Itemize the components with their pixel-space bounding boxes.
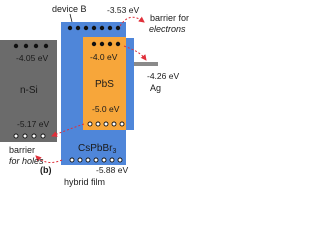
hybrid-film-label: hybrid film xyxy=(64,177,105,187)
ag-electrode xyxy=(134,62,158,66)
electron-barrier-text-2: electrons xyxy=(149,24,186,34)
top-level-label: -3.53 eV xyxy=(107,5,139,15)
nsi-bottom-level: -5.17 eV xyxy=(17,119,49,129)
ag-level: -4.26 eV xyxy=(147,71,179,81)
electron-transfer-arrow xyxy=(123,45,147,61)
holes-pbs xyxy=(87,121,125,127)
band-diagram: device B -3.53 eV barrier for electrons … xyxy=(0,4,189,187)
hole-barrier-text-2: for holes xyxy=(9,156,44,166)
holes-bottom xyxy=(69,157,123,163)
nsi-label: n-Si xyxy=(20,85,38,96)
panel-label: (b) xyxy=(40,165,52,175)
electron-barrier-text-1: barrier for xyxy=(150,13,189,23)
pbs-label: PbS xyxy=(95,79,114,90)
pbs-bottom-level: -5.0 eV xyxy=(92,104,120,114)
cspbbr3-label-sub: 3 xyxy=(112,148,116,155)
electrons-nsi xyxy=(13,43,49,49)
hole-transfer-arrow xyxy=(51,123,85,137)
holes-nsi xyxy=(13,133,46,139)
cspbbr3-label: CsPbBr3 xyxy=(78,143,116,155)
device-pointer xyxy=(69,13,73,23)
hole-barrier-text-1: barrier xyxy=(9,145,35,155)
bottom-level-label: -5.88 eV xyxy=(96,165,128,175)
nsi-block xyxy=(0,40,57,142)
pbs-top-level: -4.0 eV xyxy=(90,52,118,62)
nsi-top-level: -4.05 eV xyxy=(16,53,48,63)
electrons-pbs xyxy=(91,41,121,47)
electrons-top xyxy=(67,25,121,31)
ag-label: Ag xyxy=(150,83,161,93)
device-label: device B xyxy=(52,4,87,14)
pbs-block xyxy=(83,37,126,130)
cspbbr3-label-main: CsPbBr xyxy=(78,143,113,154)
